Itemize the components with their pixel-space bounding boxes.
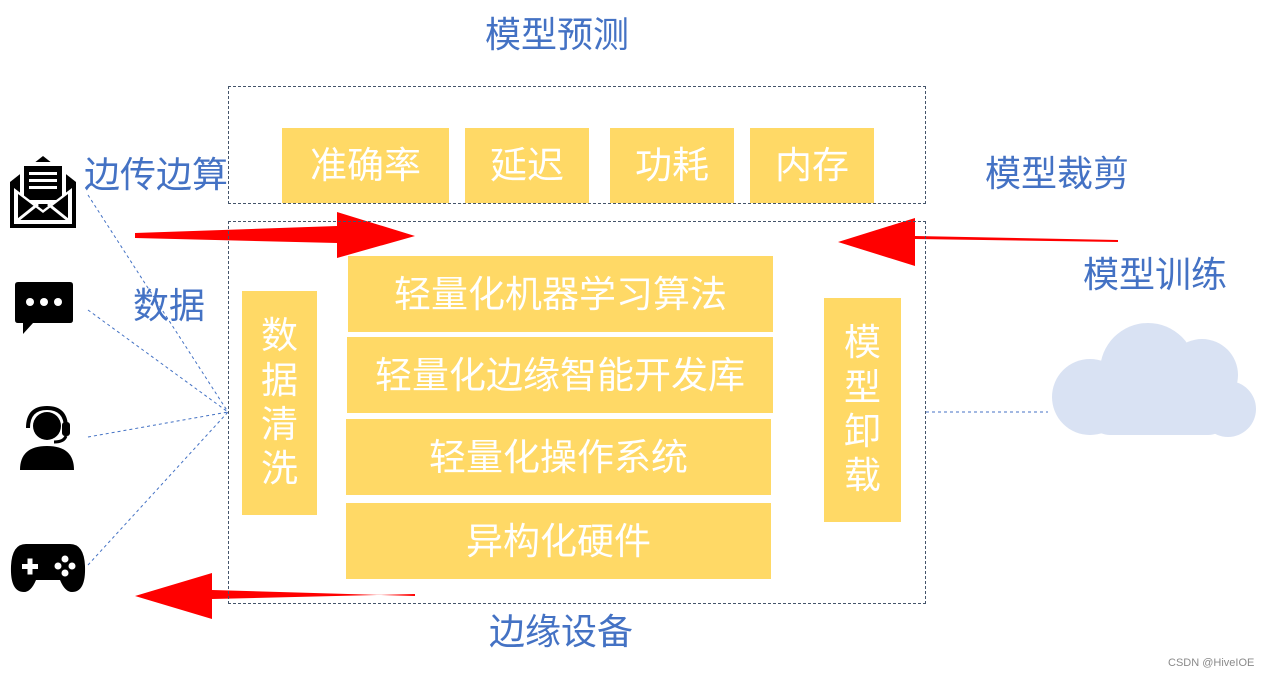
watermark: CSDN @HiveIOE: [1168, 657, 1255, 669]
download-arrow: [135, 573, 415, 619]
upload-arrow: [135, 212, 415, 258]
model-offload-label: 模型卸载: [844, 321, 881, 498]
customer-service-icon: [20, 405, 74, 470]
gamepad-icon: [10, 544, 86, 592]
model-train-label: 模型训练: [1083, 255, 1228, 296]
mail-icon: [10, 156, 76, 228]
metric-power: 功耗: [610, 128, 734, 203]
stack-lightweight-os: 轻量化操作系统: [346, 419, 771, 495]
data-cleaning-label: 数据清洗: [261, 314, 298, 491]
cloud-deploy-arrow: [838, 218, 1118, 266]
stack-ml-algorithm: 轻量化机器学习算法: [348, 256, 773, 332]
data-label: 数据: [133, 286, 206, 327]
mail-connector-line: [87, 194, 229, 413]
cloud-icon: [1052, 323, 1256, 437]
metric-memory: 内存: [750, 128, 874, 203]
model-offload-box: 模型卸载: [824, 298, 901, 522]
chat-icon: [15, 282, 73, 334]
edge-device-label: 边缘设备: [489, 612, 634, 653]
metric-latency: 延迟: [465, 128, 589, 203]
gamepad-connector-line: [87, 411, 229, 566]
edge-device-frame: [228, 221, 926, 604]
model-predict-label: 模型预测: [485, 15, 630, 56]
prediction-frame: [228, 86, 926, 204]
stack-edge-ai-library: 轻量化边缘智能开发库: [347, 337, 773, 413]
stack-hetero-hardware: 异构化硬件: [346, 503, 771, 579]
chat-connector-line: [87, 309, 229, 413]
model-prune-label: 模型裁剪: [985, 154, 1130, 195]
edge-transfer-label: 边传边算: [84, 155, 229, 196]
service-connector-line: [87, 411, 229, 438]
data-cleaning-box: 数据清洗: [242, 291, 317, 515]
metric-accuracy: 准确率: [282, 128, 449, 203]
